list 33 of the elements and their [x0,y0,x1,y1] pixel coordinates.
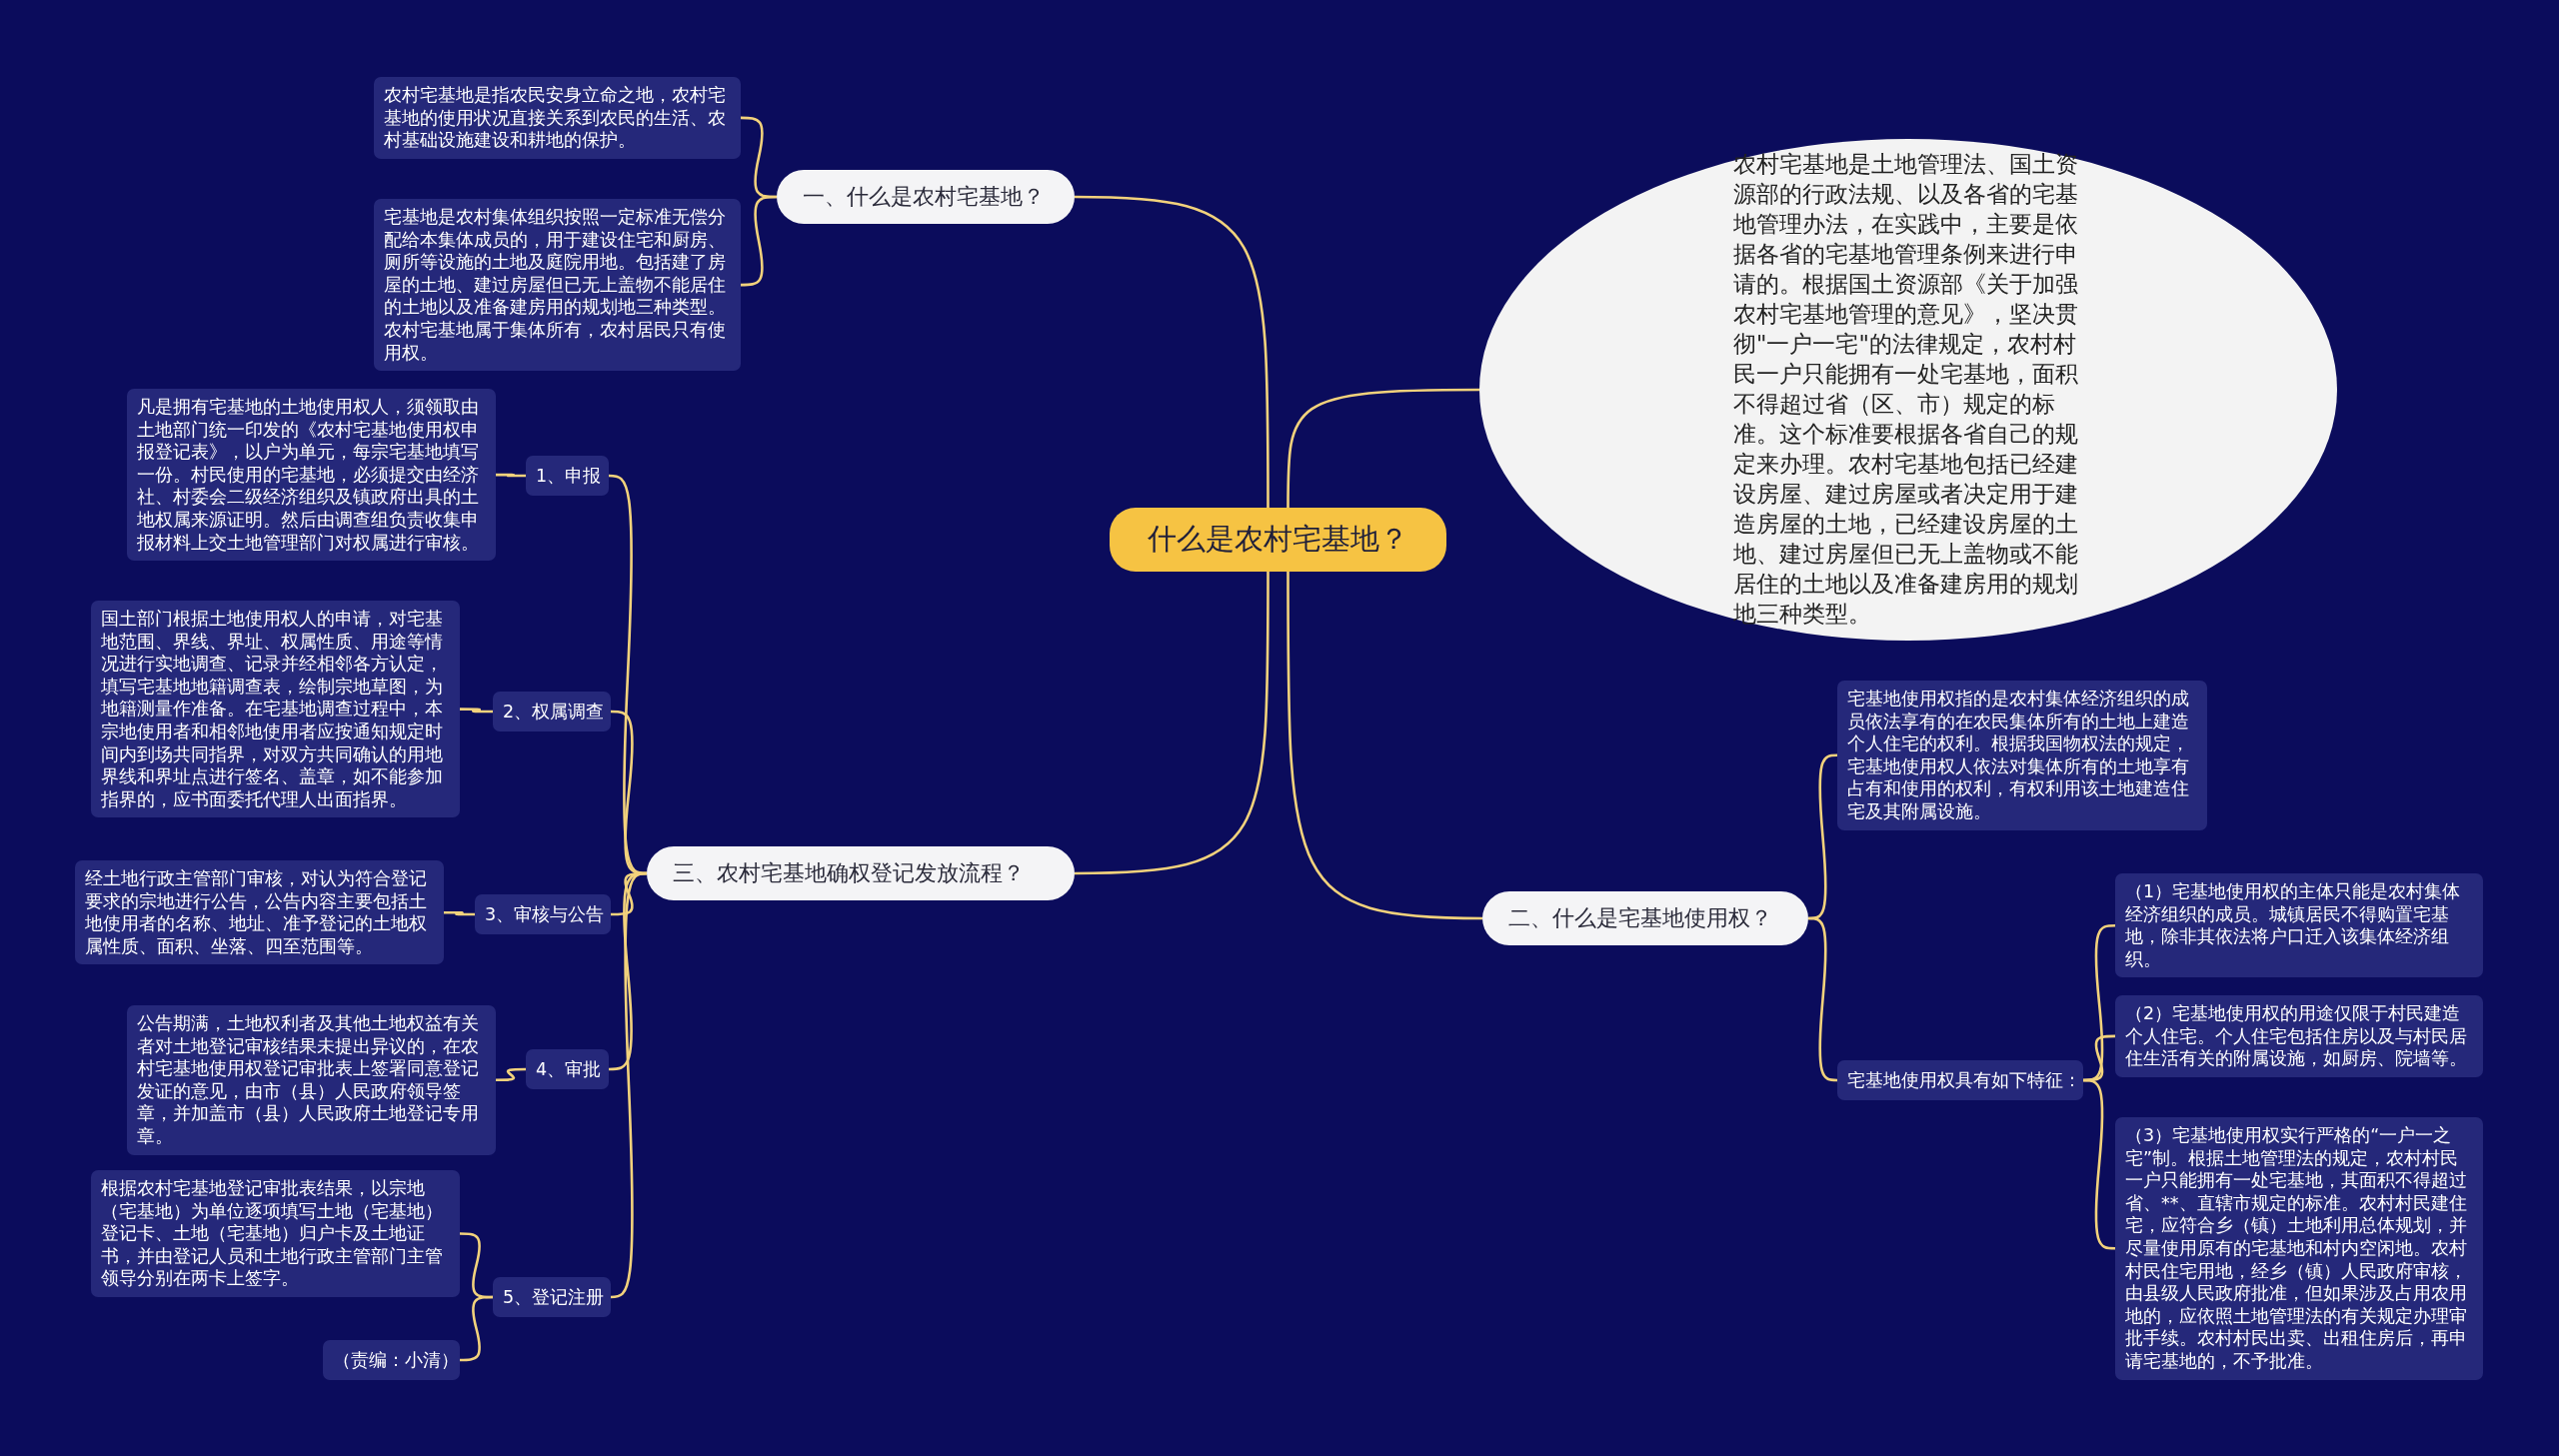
central-topic: 什么是农村宅基地？ [1110,508,1446,572]
connector-line [1074,572,1270,875]
connector-line [1286,572,1483,920]
text-card: 根据农村宅基地登记审批表结果，以宗地（宅基地）为单位逐项填写土地（宅基地）登记卡、土地（宅基地）归户卡及土地证书，并由登记人员和土地行政主管部门主管领导分别在两卡上签字。 [91,1170,460,1297]
subtopic-box: 5、登记注册 [493,1277,611,1317]
connector-line [496,1067,526,1082]
connector-line [1286,388,1479,508]
topic-pill: 一、什么是农村宅基地？ [777,170,1075,224]
connector-line [496,473,526,478]
subtopic-box: （责编：小清） [323,1340,460,1380]
connector-line [460,708,493,714]
connector-line [444,910,475,916]
subtopic-box: 3、审核与公告 [475,894,611,934]
connector-line [741,195,777,287]
text-card: （1）宅基地使用权的主体只能是农村集体经济组织的成员。城镇居民不得购置宅基地，除非其依法将户口迁入该集体经济组织。 [2115,873,2483,978]
subtopic-box: 宅基地使用权具有如下特征： [1837,1060,2083,1100]
text-card: （3）宅基地使用权实行严格的“一户一之宅”制。根据土地管理法的规定，农村村民一户只能拥有一处宅基地，其面积不得超过省、**、直辖市规定的标准。农村村民建住宅，应符合乡（镇）土地利用总体规划，并尽量使用原有的宅基地和村内空闲地。农村村民住宅用地，经乡（镇）人民政府审核，由县级人民政府批准，但如果涉及占用农用地的，应依照土地管理法的有关规定办理审批手续。农村村民出卖、出租住房后，再申请宅基地的，不予批准。 [2115,1117,2483,1380]
text-card: 凡是拥有宅基地的土地使用权人，须领取由土地部门统一印发的《农村宅基地使用权申报登记表》，以户为单元，每宗宅基地填写一份。村民使用的宅基地，必须提交由经济社、村委会二级经济组织及镇政府出具的土地权属来源证明。然后由调查组负责收集申报材料上交土地管理部门对权属进行审核。 [127,389,496,562]
subtopic-box: 1、申报 [526,456,609,496]
text-card: 公告期满，土地权利者及其他土地权益有关者对土地登记审核结果未提出异议的，在农村宅基地使用权登记审批表上签署同意登记发证的意见，由市（县）人民政府领导签章，并加盖市（县）人民政府土地登记专用章。 [127,1005,496,1155]
topic-pill: 二、什么是宅基地使用权？ [1482,891,1808,945]
text-card: 宅基地使用权指的是农村集体经济组织的成员依法享有的在农民集体所有的土地上建造个人住宅的权利。根据我国物权法的规定，宅基地使用权人依法对集体所有的土地享有占有和使用的权利，有权利用该土地建造住宅及其附属设施。 [1837,681,2207,830]
text-card: 宅基地是农村集体组织按照一定标准无偿分配给本集体成员的，用于建设住宅和厨房、厕所等设施的土地及庭院用地。包括建了房屋的土地、建过房屋但已无上盖物不能居住的土地以及准备建房用的规划地三种类型。农村宅基地属于集体所有，农村居民只有使用权。 [374,199,741,372]
paragraph-text: 农村宅基地是土地管理法、国土资源部的行政法规、以及各省的宅基地管理办法，在实践中，主要是依据各省的宅基地管理条例来进行申请的。根据国土资源部《关于加强农村宅基地管理的意见》，坚决贯彻"一户一宅"的法律规定，农村村民一户只能拥有一处宅基地，面积不得超过省（区、市）规定的标准。这个标准要根据各省自己的规定来办理。农村宅基地包括已经建设房屋、建过房屋或者决定用于建造房屋的土地，已经建设房屋的土地、建过房屋但已无上盖物或不能居住的土地以及准备建房用的规划地三种类型。 [1733,150,2079,629]
subtopic-box: 2、权属调查 [493,692,611,731]
text-card: 农村宅基地是指农民安身立命之地，农村宅基地的使用状况直接关系到农民的生活、农村基础设施建设和耕地的保护。 [374,77,741,159]
text-card: （2）宅基地使用权的用途仅限于村民建造个人住宅。个人住宅包括住房以及与村民居住生活有关的附属设施，如厨房、院墙等。 [2115,995,2483,1077]
text-card: 国土部门根据土地使用权人的申请，对宅基地范围、界线、界址、权属性质、用途等情况进行实地调查、记录并经相邻各方认定，填写宅基地地籍调查表，绘制宗地草图，为地籍测量作准备。在宅基地调查过程中，本宗地使用者和相邻地使用者应按通知规定时间内到场共同指界，对双方共同确认的用地界线和界址点进行签名、盖章，如不能参加指界的，应书面委托代理人出面指界。 [91,601,460,818]
connector-line [1074,195,1270,508]
text-card: 经土地行政主管部门审核，对认为符合登记要求的宗地进行公告，公告内容主要包括土地使用者的名称、地址、准予登记的土地权属性质、面积、坐落、四至范围等。 [75,860,444,965]
subtopic-box: 4、审批 [526,1049,609,1089]
connector-line [610,871,648,1299]
topic-pill: 三、农村宅基地确权登记发放流程？ [647,846,1075,900]
